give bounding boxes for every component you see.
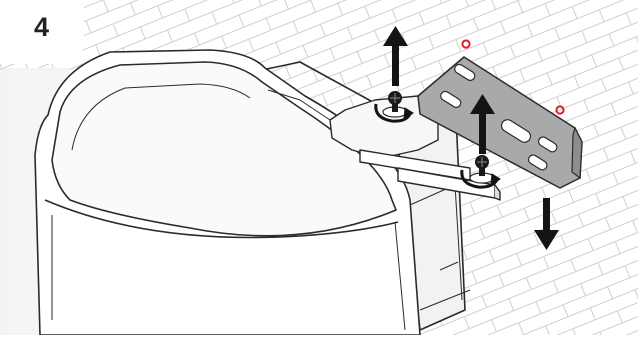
step-number: 4 [34,14,49,41]
